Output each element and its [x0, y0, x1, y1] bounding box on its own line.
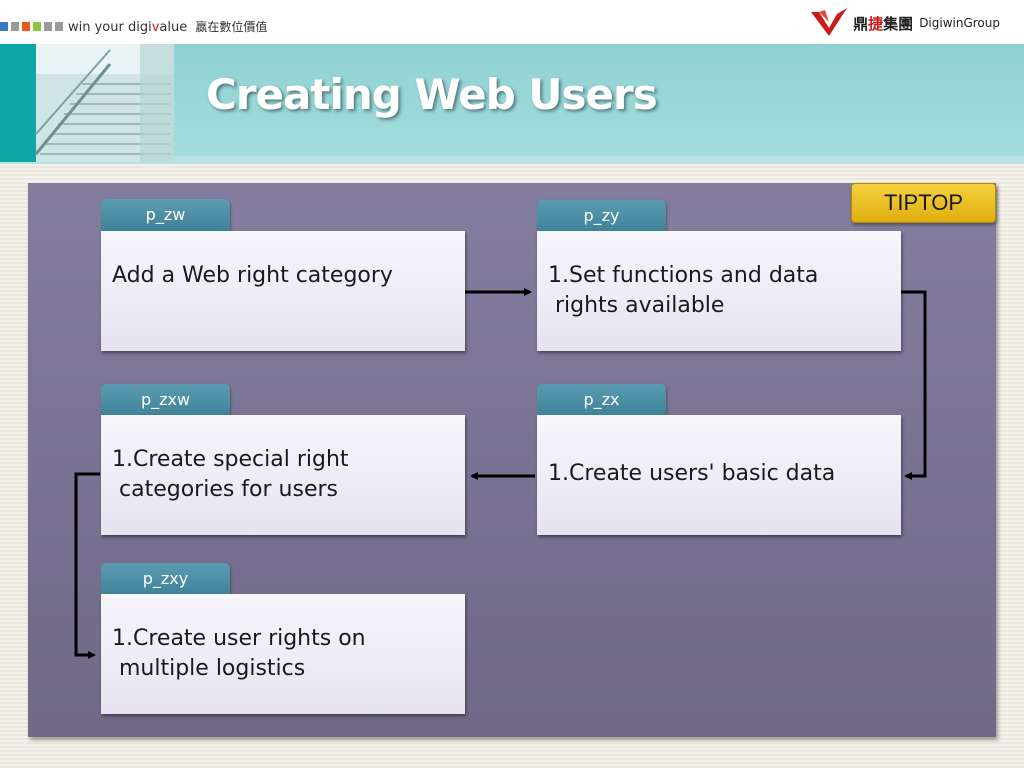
logo-char-3: 集團	[883, 14, 914, 33]
node-text-line: rights available	[548, 293, 725, 318]
slogan: win your digivalue 贏在數位價值	[68, 18, 267, 35]
node-text-line: 1.Create special right	[112, 447, 349, 472]
slogan-chinese: 贏在數位價值	[195, 20, 268, 34]
color-square	[11, 22, 19, 31]
color-square	[33, 22, 41, 31]
logo-char-1: 鼎	[853, 14, 869, 33]
page-title: Creating Web Users	[206, 70, 658, 119]
digiwin-logo-icon	[811, 8, 848, 36]
color-square	[0, 22, 8, 31]
node-add-web-right-category: Add a Web right category	[101, 231, 465, 351]
node-create-special-right-categories: 1.Create special right categories for us…	[101, 415, 465, 535]
node-tab-p-zx: p_zx	[537, 384, 666, 416]
edge-n4-n5	[74, 472, 100, 659]
node-tab-p-zy: p_zy	[537, 200, 666, 232]
edge-n2-n3	[901, 290, 927, 480]
tiptop-badge: TIPTOP	[851, 183, 996, 223]
staircase-photo	[0, 44, 174, 162]
node-text-line: 1.Create user rights on	[112, 626, 366, 651]
slogan-prefix: win your digi	[68, 20, 152, 35]
logo-chinese-name: 鼎捷集團	[853, 13, 913, 34]
node-tab-p-zxy: p_zxy	[101, 563, 230, 595]
node-set-functions-rights: 1.Set functions and data rights availabl…	[537, 231, 901, 351]
node-tab-p-zxw: p_zxw	[101, 384, 230, 416]
slogan-suffix: alue	[159, 20, 188, 35]
slogan-accent: v	[151, 20, 160, 35]
photo-teal-edge	[0, 44, 36, 162]
node-text-line: 1.Create users' basic data	[548, 461, 836, 486]
node-text-line: multiple logistics	[112, 656, 306, 681]
node-text-line: Add a Web right category	[112, 263, 393, 288]
color-square	[22, 22, 30, 31]
node-create-users-basic-data: 1.Create users' basic data	[537, 415, 901, 535]
banner-bottom-strip	[0, 156, 1024, 164]
node-tab-p-zw: p_zw	[101, 199, 230, 231]
logo-english-name: DigiwinGroup	[919, 16, 1000, 30]
node-text-line: categories for users	[112, 477, 338, 502]
color-square	[44, 22, 52, 31]
color-square	[55, 22, 63, 31]
top-bar: win your digivalue 贏在數位價值 鼎捷集團 DigiwinGr…	[0, 0, 1024, 44]
staircase-image-icon	[34, 44, 174, 162]
company-logo: 鼎捷集團 DigiwinGroup	[809, 6, 1000, 40]
color-squares-decoration	[0, 22, 66, 33]
node-create-user-rights-logistics: 1.Create user rights on multiple logisti…	[101, 594, 465, 714]
logo-char-2: 捷	[868, 14, 884, 33]
node-text-line: 1.Set functions and data	[548, 263, 819, 288]
